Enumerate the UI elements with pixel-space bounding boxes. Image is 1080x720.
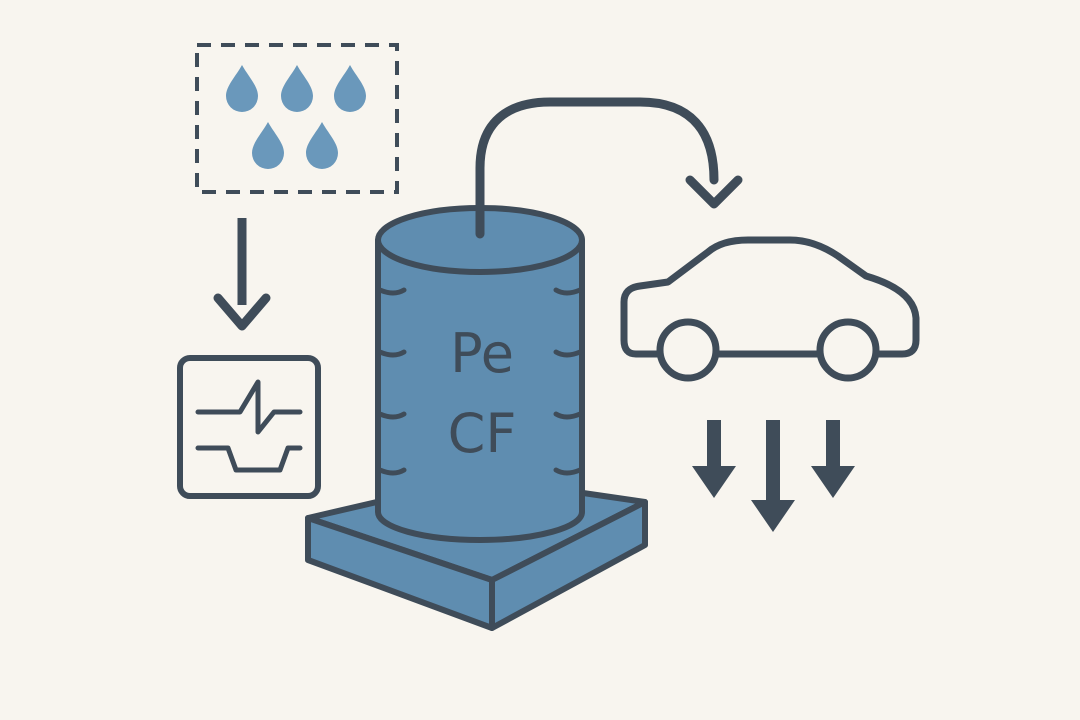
water-drop	[334, 65, 366, 112]
tank-label-line2: CF	[448, 402, 517, 465]
water-drop	[252, 122, 284, 169]
down-arrows-icon	[692, 420, 855, 532]
car-icon	[620, 236, 920, 382]
car-wheel	[656, 318, 720, 382]
curved-arrow-icon	[475, 97, 743, 239]
signal-monitor-icon	[177, 355, 321, 499]
water-drop	[306, 122, 338, 169]
water-drop	[281, 65, 313, 112]
car-wheel	[816, 318, 880, 382]
water-drops-icon	[195, 43, 399, 194]
tank-label-line1: Pe	[450, 322, 514, 385]
tank-icon: Pe CF	[375, 205, 585, 543]
water-drop	[226, 65, 258, 112]
dashed-frame	[195, 43, 399, 194]
down-arrow-icon	[213, 218, 271, 331]
